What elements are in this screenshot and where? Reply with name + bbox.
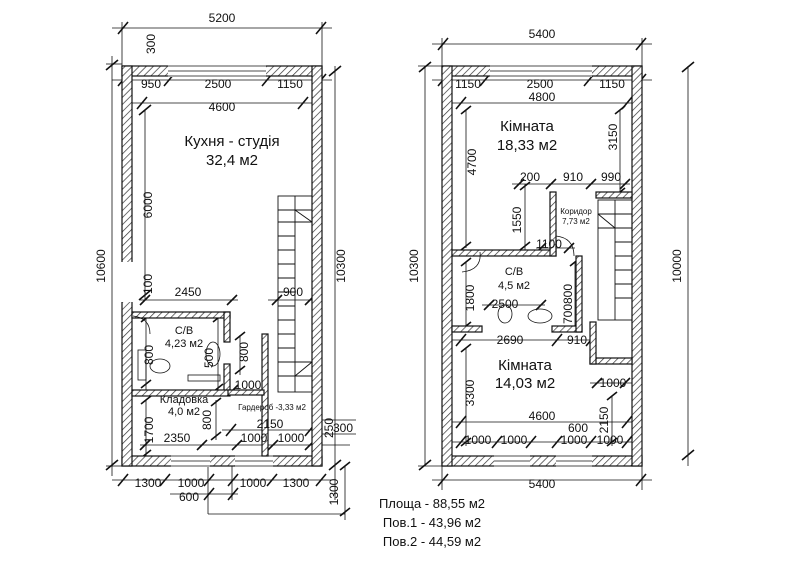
dim-f2-bottom-1000-b: 1000 [501,433,528,447]
summary-floor-2: Пов.2 - 44,59 м2 [383,534,481,549]
kitchen-studio-name: Кухня - студія [184,133,279,150]
dim-f1-10300: 10300 [334,249,348,283]
dim-f2-1550: 1550 [510,206,524,233]
floor-1-plan: 5200 300 950 2500 1150 4600 10600 10300 … [94,11,356,520]
dim-f2-2690: 2690 [497,333,524,347]
dim-f1-1000-b: 1000 [278,431,305,445]
floor-1-walls [121,65,323,467]
dim-f2-1100: 1100 [536,237,562,251]
dim-f1-2150: 2150 [257,417,284,431]
dim-f2-bottom-1000-a: 1000 [465,433,492,447]
dim-f1-top-total: 5200 [209,11,236,25]
corridor-area: 7,73 м2 [562,217,590,226]
floor-1-fixtures [132,315,221,382]
floor-2-fixtures [461,235,575,324]
dim-f2-4700: 4700 [465,148,479,175]
dim-f1-300-side: 300 [333,421,353,435]
room-2-area: 14,03 м2 [495,375,555,392]
bathroom-1-area: 4,23 м2 [165,338,203,350]
dim-f1-bottom-1300-b: 1300 [283,476,310,490]
dim-f2-1800: 1800 [463,284,477,311]
summary-total: Площа - 88,55 м2 [379,496,485,511]
dim-f1-800-left: 800 [142,345,156,365]
dim-f1-2450: 2450 [175,285,202,299]
dim-f1-100: 100 [141,274,155,294]
dim-f2-990: 990 [601,170,621,184]
dim-f2-800: 800 [561,284,575,304]
dim-f1-800-low: 800 [200,410,214,430]
floor-1-dimension-lines [105,21,356,520]
dim-f2-top-total: 5400 [529,27,556,41]
dim-f2-600: 600 [568,421,588,435]
dim-f2-bottom-1000-d: 1000 [597,433,624,447]
dim-f1-1150: 1150 [277,77,303,91]
dim-f1-1000-a: 1000 [241,431,268,445]
dim-f1-bottom-1000-a: 1000 [178,476,205,490]
floor-2-walls [441,65,643,467]
dim-f1-800-mid: 800 [237,342,251,362]
dim-f1-300: 300 [144,34,158,54]
floor-1-staircase [277,195,313,393]
dim-f2-1000-right: 1000 [600,376,627,390]
bathroom-2-area: 4,5 м2 [498,280,530,292]
dim-f2-bottom-1000-c: 1000 [561,433,588,447]
floor-2-staircase [597,199,633,321]
dim-f2-1150-a: 1150 [455,77,481,91]
dim-f2-2500: 2500 [527,77,554,91]
dim-f1-2500: 2500 [205,77,232,91]
dim-f1-250: 250 [322,418,336,438]
floor-1-dimension-labels: 5200 300 950 2500 1150 4600 10600 10300 … [94,11,353,505]
dim-f1-1000-hall: 1000 [235,378,262,392]
floor-2-dimension-labels: 5400 1150 2500 1150 4800 10300 10000 470… [407,27,684,491]
dim-f1-2350: 2350 [164,431,191,445]
corridor-name: Коридор [560,207,592,216]
pantry-area: 4,0 м2 [168,406,200,418]
dim-f1-bottom-1000-b: 1000 [240,476,267,490]
dim-f2-1150-b: 1150 [599,77,625,91]
room-2-name: Кімната [498,357,552,374]
room-1-area: 18,33 м2 [497,137,557,154]
dim-f2-4600: 4600 [529,409,556,423]
kitchen-studio-area: 32,4 м2 [206,152,258,169]
dim-f1-950: 950 [141,77,161,91]
bathroom-1-name: С/В [175,325,193,337]
room-1-name: Кімната [500,118,554,135]
dim-f1-10600: 10600 [94,249,108,283]
dim-f2-3150: 3150 [606,123,620,150]
dim-f2-10000: 10000 [670,249,684,283]
area-summary: Площа - 88,55 м2 Пов.1 - 43,96 м2 Пов.2 … [379,496,485,549]
pantry-name: Кладовка [160,394,209,406]
dim-f1-500: 500 [202,348,216,368]
dim-f2-910-b: 910 [567,333,587,347]
summary-floor-1: Пов.1 - 43,96 м2 [383,515,481,530]
wardrobe-label: Гардероб -3,33 м2 [238,403,306,412]
dim-f2-3300: 3300 [463,379,477,406]
floor-1-room-labels: Кухня - студія 32,4 м2 С/В 4,23 м2 Кладо… [160,133,307,418]
dim-f2-200: 200 [520,170,540,184]
floor-2-plan: 5400 1150 2500 1150 4800 10300 10000 470… [407,27,695,491]
dim-f1-6000: 6000 [141,191,155,218]
dim-f2-bottom-total: 5400 [529,477,556,491]
dim-f1-900: 900 [283,285,303,299]
dim-f2-700: 700 [561,304,575,324]
dim-f2-2150: 2150 [597,406,611,433]
dim-f1-bottom-1300-v: 1300 [327,478,341,505]
dim-f1-4600: 4600 [209,100,236,114]
floor-2-room-labels: Кімната 18,33 м2 Коридор 7,73 м2 С/В 4,5… [495,118,593,392]
dim-f1-bottom-600: 600 [179,490,199,504]
dim-f1-bottom-1300-a: 1300 [135,476,162,490]
dim-f2-10300: 10300 [407,249,421,283]
floor-2-dimension-lines [418,37,695,490]
dim-f2-2500-bath: 2500 [492,297,519,311]
dim-f2-4800: 4800 [529,90,556,104]
dim-f2-910-a: 910 [563,170,583,184]
dim-f1-1700: 1700 [142,416,156,443]
bathroom-2-name: С/В [505,266,523,278]
